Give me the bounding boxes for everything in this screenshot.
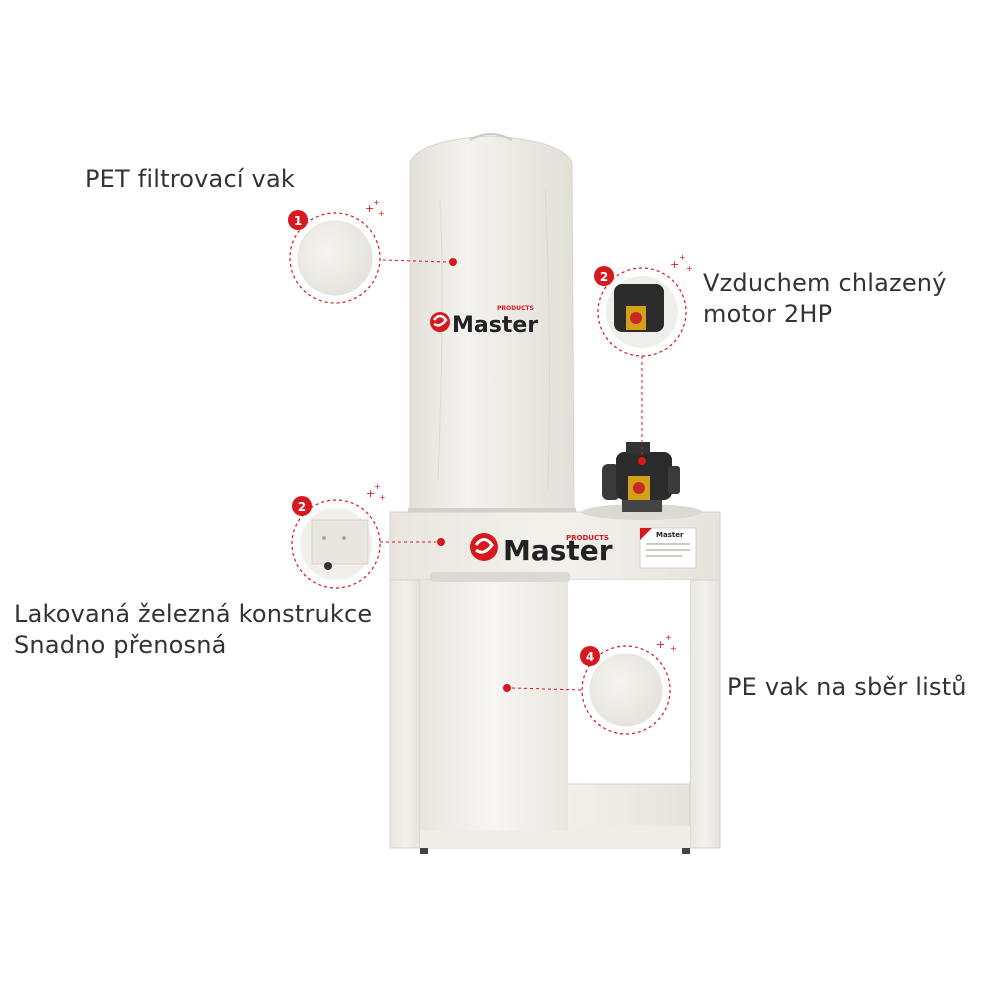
collection-bag <box>420 572 570 830</box>
callout-2-motor: 2 + + + <box>594 253 693 465</box>
caption-frame-line-2: Snadno přenosná <box>14 631 227 659</box>
svg-text:+: + <box>365 202 374 215</box>
caption-frame: Lakovaná železná konstrukce Snadno přeno… <box>14 599 372 661</box>
callout-3-frame: 2 + + + <box>291 482 445 589</box>
caption-frame-line-1: Lakovaná železná konstrukce <box>14 600 373 628</box>
frame-logo: Master PRODUCTS <box>470 533 613 567</box>
frame-logo-text: Master <box>503 534 613 567</box>
svg-text:+: + <box>378 209 385 218</box>
svg-text:+: + <box>379 493 386 502</box>
product-label: Master <box>639 527 697 569</box>
motor <box>582 442 702 520</box>
caption-motor: Vzduchem chlazený motor 2HP <box>703 268 947 330</box>
caption-motor-line-1: Vzduchem chlazený <box>703 269 947 297</box>
frame-logo-subtext: PRODUCTS <box>566 534 609 542</box>
label-brand-text: Master <box>656 531 684 539</box>
bag-logo-text: Master <box>452 313 538 338</box>
caption-pe-bag-line-1: PE vak na sběr listů <box>727 673 967 701</box>
svg-text:+: + <box>670 258 679 271</box>
caption-filter-bag: PET filtrovací vak <box>85 164 295 195</box>
callout-1-filter-bag: 1 + + + <box>288 198 457 304</box>
svg-text:+: + <box>686 264 693 273</box>
caption-motor-line-2: motor 2HP <box>703 300 833 328</box>
svg-text:+: + <box>373 198 380 207</box>
svg-text:+: + <box>374 482 381 491</box>
caption-pe-bag: PE vak na sběr listů <box>727 672 967 703</box>
svg-text:+: + <box>665 633 672 642</box>
callout-2-number: 2 <box>600 270 608 284</box>
svg-text:+: + <box>670 644 677 653</box>
svg-text:+: + <box>679 253 686 262</box>
bag-logo: Master PRODUCTS <box>430 305 538 338</box>
callout-3-number: 2 <box>298 500 306 514</box>
callout-4-number: 4 <box>586 650 594 664</box>
callout-4-pe-bag: 4 + + + <box>503 633 677 735</box>
caption-filter-bag-line-1: PET filtrovací vak <box>85 165 295 193</box>
svg-text:+: + <box>656 638 665 651</box>
callout-1-number: 1 <box>294 214 302 228</box>
bag-logo-subtext: PRODUCTS <box>497 305 534 312</box>
svg-text:+: + <box>366 487 375 500</box>
